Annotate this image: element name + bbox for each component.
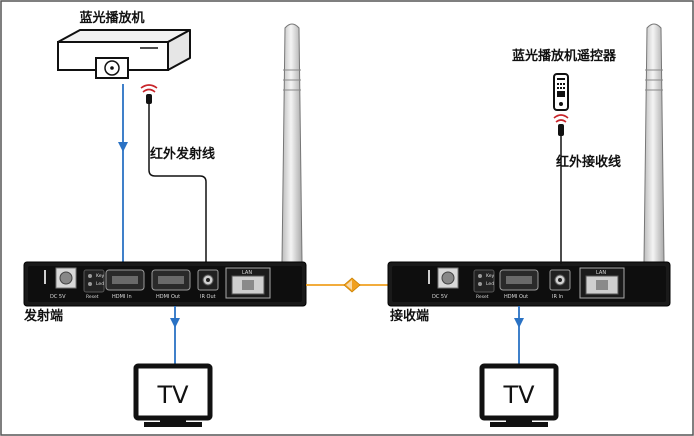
ir-emitter-icon (140, 84, 158, 104)
arrow-down-icon (118, 142, 128, 152)
tv-left-label: TV (156, 381, 189, 409)
antenna-left-icon (276, 23, 303, 300)
rx-dc-label: DC 5V (432, 294, 448, 300)
tx-dc-label: DC 5V (50, 294, 66, 300)
ir-emitter-label: 红外发射线 (150, 146, 215, 162)
receiver-label: 接收端 (390, 308, 429, 324)
tx-reset-label: Reset (86, 294, 99, 300)
bluray-remote-label: 蓝光播放机遥控器 (512, 48, 617, 64)
tx-key-label: Key (96, 273, 104, 279)
rx-led-label: Led (486, 281, 494, 287)
tx-hdmi-out-label: HDMI Out (156, 294, 180, 300)
bluray-player-icon (57, 29, 191, 79)
rx-reset-label: Reset (476, 294, 489, 300)
transmitter-unit (23, 261, 307, 307)
bluray-player-label: 蓝光播放机 (79, 10, 144, 26)
tx-led-label: Led (96, 281, 104, 287)
rx-key-label: Key (486, 273, 494, 279)
tx-ir-label: IR Out (200, 294, 216, 300)
rx-hdmi-out-label: HDMI Out (504, 294, 528, 300)
rx-lan-label: LAN (596, 270, 606, 276)
rx-ir-label: IR In (552, 294, 563, 300)
tv-right-label: TV (502, 381, 535, 409)
receiver-unit (387, 261, 671, 307)
tx-lan-label: LAN (242, 270, 252, 276)
ir-receiver-icon (553, 114, 569, 136)
ir-receiver-label: 红外接收线 (556, 154, 621, 170)
arrow-down-icon (170, 318, 180, 328)
tv-right-icon (479, 363, 559, 427)
tx-hdmi-in-label: HDMI In (112, 294, 132, 300)
transmitter-label: 发射端 (23, 308, 63, 324)
antenna-right-icon (640, 23, 666, 300)
remote-control-icon (553, 73, 569, 111)
arrow-down-icon (514, 318, 524, 328)
tv-left-icon (133, 363, 213, 427)
ir-emitter-cable (148, 104, 207, 264)
